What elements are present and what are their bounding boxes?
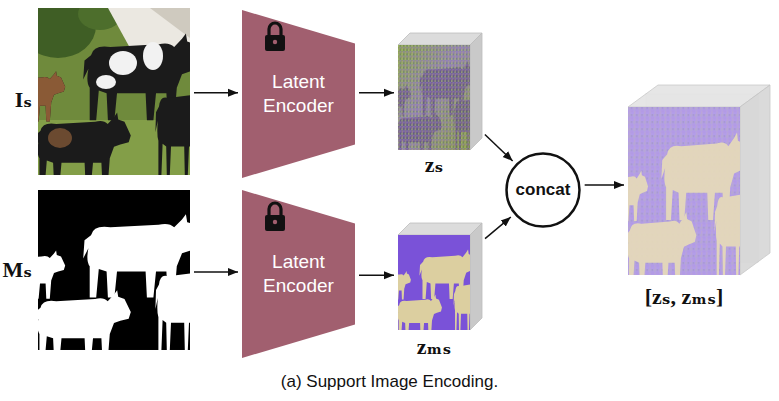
operation-label: concat (516, 180, 571, 200)
encoder-block: Latent Encoder (242, 190, 355, 358)
arrow-connector (585, 184, 624, 186)
arrow-connector (194, 92, 238, 94)
figure-caption: (a) Support Image Encoding. (0, 372, 779, 392)
encoder-trapezoid (242, 190, 355, 358)
arrow-connector (485, 134, 513, 161)
concat-cube-node: [zₛ, zₘₛ] (628, 85, 770, 275)
mask-node: Mₛ (38, 190, 190, 350)
feature-node: zₛ (398, 33, 482, 150)
feature-cube (380, 33, 482, 157)
encoder-label: Latent Encoder (253, 250, 345, 298)
image-node: Iₛ (38, 8, 190, 175)
math-label: [zₛ, zₘₛ] (645, 285, 724, 309)
lock-icon (265, 23, 285, 51)
math-label: Mₛ (3, 258, 32, 282)
math-label: Iₛ (15, 88, 32, 112)
arrow-connector (359, 92, 394, 94)
arrow-connector (485, 217, 511, 239)
lock-icon (265, 203, 285, 231)
math-label: zₘₛ (417, 335, 451, 359)
arrow-connector (194, 271, 238, 273)
encoder-trapezoid (242, 10, 355, 178)
support-image (1, 0, 211, 186)
math-label: zₛ (425, 153, 443, 177)
encoder-block: Latent Encoder (242, 10, 355, 178)
arrow-connector (359, 275, 394, 277)
concat-circle: concat (505, 152, 581, 228)
concat-cube (601, 85, 770, 286)
encoder-label: Latent Encoder (253, 70, 345, 118)
feature-node: zₘₛ (398, 223, 482, 330)
feature-cube (380, 223, 482, 336)
support-mask (1, 190, 211, 360)
